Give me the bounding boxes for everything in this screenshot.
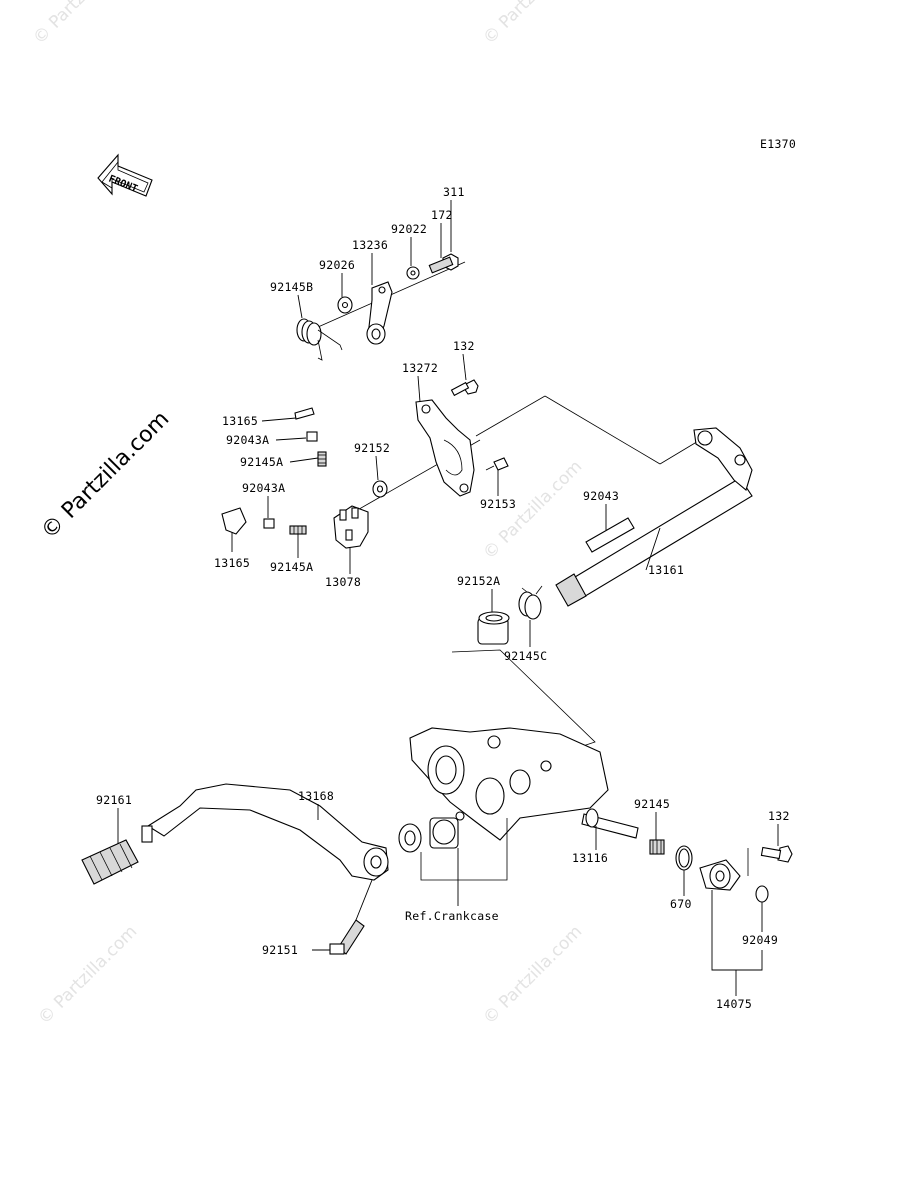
part-label: 13236 bbox=[352, 238, 388, 252]
pin-92043A-top bbox=[306, 431, 318, 442]
front-arrow-icon: FRONT bbox=[97, 153, 153, 197]
part-label: 13168 bbox=[298, 789, 334, 803]
part-label: 132 bbox=[453, 339, 475, 353]
bolt-92151 bbox=[329, 919, 365, 955]
crankcase-outline bbox=[409, 727, 609, 841]
guide-14075 bbox=[699, 859, 741, 891]
part-label: 172 bbox=[431, 208, 453, 222]
part-label: 92161 bbox=[96, 793, 132, 807]
plate-13272 bbox=[415, 399, 475, 497]
part-label: 92026 bbox=[319, 258, 355, 272]
part-label: 92145C bbox=[504, 649, 547, 663]
pin-92043A-bottom bbox=[263, 518, 275, 529]
part-label: 92043A bbox=[226, 433, 269, 447]
linkage-group bbox=[296, 253, 466, 361]
pin-13165-bottom bbox=[221, 507, 247, 535]
part-label: 13161 bbox=[648, 563, 684, 577]
watermark-faint: © Partzilla.com bbox=[479, 0, 586, 49]
lower-right-group bbox=[581, 808, 793, 903]
part-label: 92145 bbox=[634, 797, 670, 811]
watermark-faint: © Partzilla.com bbox=[479, 922, 586, 1029]
screw-92153 bbox=[493, 457, 509, 471]
part-label: 132 bbox=[768, 809, 790, 823]
part-label: 92153 bbox=[480, 497, 516, 511]
collar-92152A bbox=[477, 611, 510, 645]
washer-92049 bbox=[755, 885, 769, 903]
part-label: 13272 bbox=[402, 361, 438, 375]
spring-92145 bbox=[649, 839, 665, 855]
diagram-id: E1370 bbox=[760, 137, 796, 151]
watermark-main: © Partzilla.com bbox=[37, 407, 175, 545]
bearing-group bbox=[398, 817, 508, 881]
part-label: 670 bbox=[670, 897, 692, 911]
part-label: 311 bbox=[443, 185, 465, 199]
part-label: 14075 bbox=[716, 997, 752, 1011]
spring-92145A-top bbox=[317, 451, 327, 467]
part-label: 92145A bbox=[270, 560, 313, 574]
cam-plate-group bbox=[221, 379, 509, 549]
part-label: 92022 bbox=[391, 222, 427, 236]
spring-92145B bbox=[296, 318, 343, 361]
part-label: 92145A bbox=[240, 455, 283, 469]
pin-13165-top bbox=[294, 407, 315, 420]
part-label: 92152 bbox=[354, 441, 390, 455]
part-label: 92151 bbox=[262, 943, 298, 957]
part-label: 92152A bbox=[457, 574, 500, 588]
part-label: 92043 bbox=[583, 489, 619, 503]
part-label: 13165 bbox=[222, 414, 258, 428]
cam-13078 bbox=[333, 505, 369, 549]
shift-pedal-group bbox=[81, 783, 389, 955]
pin-92043 bbox=[585, 517, 635, 553]
part-label: 92145B bbox=[270, 280, 313, 294]
spring-92145A-bottom bbox=[289, 525, 307, 535]
part-label: 13078 bbox=[325, 575, 361, 589]
part-label: 92049 bbox=[742, 933, 778, 947]
watermark-faint: © Partzilla.com bbox=[29, 0, 136, 49]
rubber-92161 bbox=[81, 839, 139, 885]
spring-92145C bbox=[518, 585, 543, 620]
part-label: 92043A bbox=[242, 481, 285, 495]
pedal-13168 bbox=[146, 783, 389, 881]
shift-shaft-group bbox=[451, 395, 753, 753]
watermark-faint: © Partzilla.com bbox=[34, 922, 141, 1029]
reference-label: Ref.Crankcase bbox=[405, 909, 499, 923]
part-label: 13165 bbox=[214, 556, 250, 570]
bolt-172 bbox=[428, 256, 454, 274]
part-label: 13116 bbox=[572, 851, 608, 865]
